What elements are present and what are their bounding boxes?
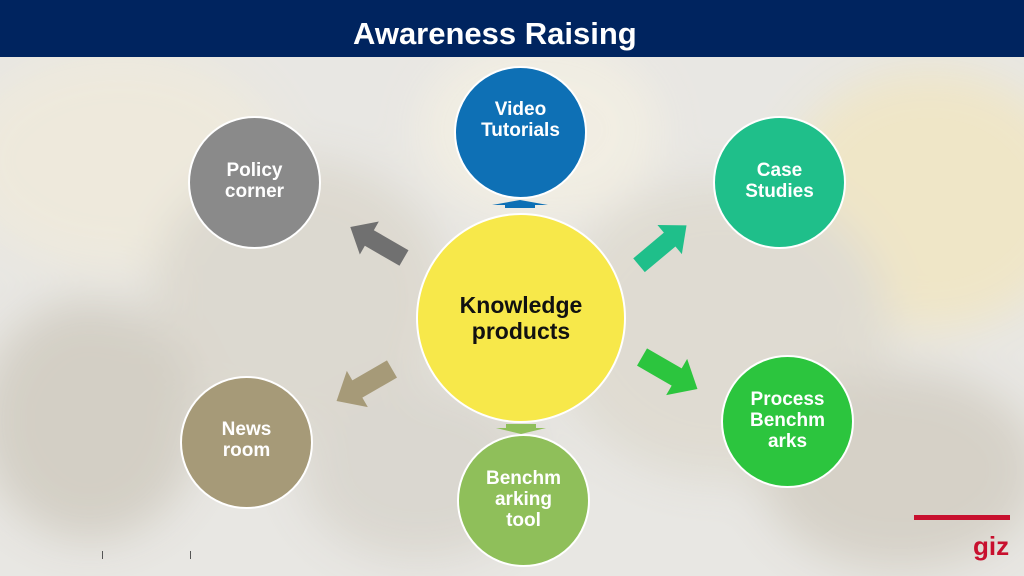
node-video-tutorials: Video Tutorials <box>454 66 587 199</box>
arrow-to-process <box>637 348 698 396</box>
arrow-to-case <box>633 225 687 273</box>
node-process-label: Process Benchm arks <box>750 388 825 452</box>
node-news-label: News room <box>221 418 272 461</box>
node-news-room: News room <box>180 376 313 509</box>
node-policy-corner: Policy corner <box>188 116 321 249</box>
node-case-studies: Case Studies <box>713 116 846 249</box>
node-process-benchmarks: Process Benchm arks <box>721 355 854 488</box>
node-benchmarking-label: Benchm arking tool <box>486 468 561 531</box>
center-node-knowledge-products: Knowledge products <box>416 213 626 423</box>
node-policy-label: Policy corner <box>224 160 285 202</box>
arrow-to-news <box>336 360 397 408</box>
footer-divider <box>190 551 191 559</box>
arrow-to-benchmarking <box>496 424 546 434</box>
center-label: Knowledge products <box>459 292 583 344</box>
footer-divider <box>102 551 103 559</box>
node-benchmarking-tool: Benchm arking tool <box>457 434 590 567</box>
node-case-label: Case Studies <box>745 160 814 202</box>
logo-accent-line <box>914 515 1010 520</box>
arrow-to-video <box>492 200 548 208</box>
giz-logo: giz <box>973 531 1010 561</box>
title-bar <box>0 0 1024 57</box>
arrow-to-policy <box>350 221 409 266</box>
node-video-label: Video Tutorials <box>481 99 560 141</box>
page-title: Awareness Raising <box>353 16 637 51</box>
